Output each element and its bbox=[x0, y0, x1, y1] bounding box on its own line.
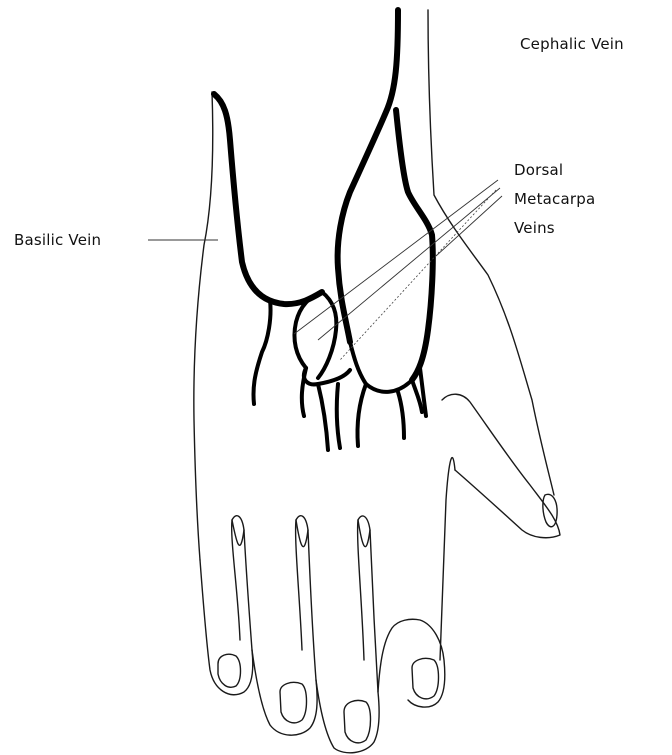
little-finger-nail bbox=[218, 654, 241, 687]
dorsal-vein-3 bbox=[350, 342, 412, 392]
dorsal-vein-5 bbox=[302, 368, 306, 416]
dorsal-vein-6 bbox=[318, 384, 328, 450]
dorsal-vein-9 bbox=[398, 392, 404, 438]
middle-finger-nail bbox=[344, 700, 371, 742]
thumb-outline bbox=[442, 394, 560, 537]
index-finger-nail bbox=[412, 658, 439, 698]
little-finger-outline bbox=[200, 516, 253, 695]
cephalic-vein-path bbox=[338, 10, 398, 342]
forearm-right-edge bbox=[428, 10, 554, 495]
dorsal-metacarpal-label-line3: Veins bbox=[514, 218, 555, 239]
dorsal-leader-1 bbox=[294, 180, 498, 334]
ring-finger-nail bbox=[280, 682, 307, 722]
basilic-vein-label: Basilic Vein bbox=[14, 230, 101, 251]
hand-outline bbox=[194, 10, 560, 753]
dorsal-vein-8 bbox=[357, 384, 366, 446]
dorsal-vein-7 bbox=[337, 384, 340, 448]
dorsal-metacarpal-label-line1: Dorsal bbox=[514, 160, 563, 181]
ring-finger-outline bbox=[252, 516, 317, 735]
dorsal-vein-4 bbox=[304, 368, 350, 384]
basilic-vein-path bbox=[214, 94, 322, 304]
dorsal-leader-3 bbox=[436, 196, 502, 256]
dorsal-vein-2 bbox=[318, 292, 336, 378]
cephalic-vein-label: Cephalic Vein bbox=[520, 34, 624, 55]
cephalic-vein-branch bbox=[396, 110, 433, 380]
index-finger-outline bbox=[378, 458, 455, 708]
dorsal-metacarpal-label-line2: Metacarpa bbox=[514, 189, 595, 210]
dorsal-vein-left-branch bbox=[253, 300, 270, 404]
middle-finger-outline bbox=[316, 516, 379, 753]
vein-network bbox=[214, 10, 433, 450]
forearm-left-edge bbox=[194, 92, 213, 560]
dorsal-leader-4 bbox=[340, 190, 496, 360]
